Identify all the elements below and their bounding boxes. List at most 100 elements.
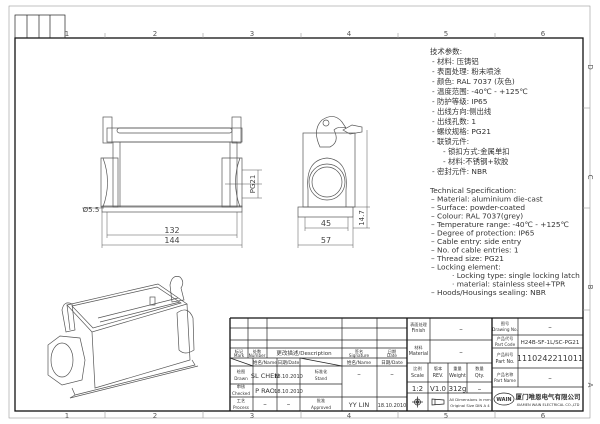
spec-en-line: – Material: aluminium die-cast: [431, 195, 543, 204]
mark-label-cn: 标记: [235, 348, 244, 355]
projection-symbol-icon: [412, 396, 445, 408]
stand-label-cn: 标准化: [315, 368, 328, 375]
part-name-value: –: [548, 374, 552, 382]
approved-date: 18.10.2010: [378, 403, 407, 409]
title-block-properties: 表面处理 Finish – 材料 Material – 比例 Scale 版本 …: [409, 321, 491, 408]
process-name: –: [263, 400, 267, 408]
finish-value: –: [459, 325, 463, 333]
mark-label: Mark: [234, 353, 245, 358]
zone-4: 4: [347, 412, 352, 420]
spec-cn-line: - 颜色: RAL 7037 (灰色): [432, 77, 515, 86]
zone-labels-top: 1 2 3 4 5 6: [65, 30, 546, 38]
qty-label: Qty.: [475, 373, 484, 379]
zone-4: 4: [347, 30, 352, 38]
side-view: [297, 116, 363, 218]
name-col-label: 姓名/Name: [347, 359, 371, 366]
spec-en-line: – Temperature range: -40℃ - +125℃: [431, 220, 569, 229]
qty-value: –: [478, 385, 482, 393]
checked-label: Checked: [232, 391, 250, 396]
zone-d: D: [586, 64, 594, 69]
zone-b: B: [586, 285, 594, 290]
zone-3: 3: [250, 412, 254, 420]
checked-date: 18.10.2010: [274, 389, 303, 395]
spec-cn: 技术参数: - 材料: 压铸铝 - 表面处理: 粉末喷涂 - 颜色: RAL 7…: [430, 47, 528, 176]
drawn-label-cn: 绘图: [237, 368, 245, 375]
title-block-approvals: 绘图 Drawn SL CHEN 18.10.2010 标准化 Stand – …: [232, 368, 406, 410]
stand-date: –: [390, 370, 394, 378]
spec-en-sub: · material: stainless steel+TPR: [452, 280, 565, 289]
stand-label: Stand: [315, 376, 328, 381]
dimension-45: 45: [321, 219, 331, 228]
process-date: –: [287, 400, 291, 408]
qty-label-cn: 数量: [475, 365, 483, 372]
dimension-hole: Ø5.5: [83, 206, 100, 214]
weight-label: Weight: [449, 373, 466, 379]
rev-label: REV.: [433, 373, 444, 379]
drawing-no-label-cn: 图号: [501, 321, 509, 327]
spec-cn-line: - 防护等级: IP65: [432, 97, 488, 106]
zone-6: 6: [541, 30, 546, 38]
finish-label: Finish: [412, 328, 426, 334]
approved-label: Approved: [311, 405, 331, 410]
spec-en-line: – No. of cable entries: 1: [431, 246, 519, 255]
part-no-label: Part No.: [496, 359, 515, 365]
approved-label-cn: 批准: [317, 397, 325, 404]
inner-frame: [14, 37, 584, 412]
company-logo: WAIN: [493, 392, 515, 406]
title-block-part-info: 图号 Drawing No. – 产品代号 Part Code H24B-SF-…: [492, 321, 583, 407]
spec-cn-line: - 温度范围: -40℃ - +125℃: [432, 87, 528, 96]
zone-5: 5: [444, 412, 448, 420]
title-block-revision-header: 标记 Mark 处数 Number 更改描述/Description 签名 Si…: [234, 348, 403, 366]
date-label: Date: [387, 353, 397, 358]
spec-en-line: – Thread size: PG21: [431, 254, 504, 263]
zone-1: 1: [65, 412, 69, 420]
zone-c: C: [586, 175, 594, 180]
spec-en-line: – Colour: RAL 7037(grey): [431, 212, 523, 221]
process-label: Process: [233, 405, 249, 410]
spec-en-sub: · Locking type: single locking latch: [452, 271, 580, 280]
front-view: [100, 116, 262, 213]
stand-name: –: [357, 370, 361, 378]
spec-cn-line: - 螺纹规格: PG21: [432, 127, 491, 136]
signature-label: Signature: [349, 353, 370, 358]
zone-2: 2: [153, 30, 157, 38]
zone-1: 1: [65, 30, 69, 38]
part-code-label-cn: 产品代号: [497, 335, 514, 342]
zone-5: 5: [444, 30, 448, 38]
checked-name: P RAO: [255, 387, 275, 395]
material-value: –: [459, 348, 463, 356]
material-label: Material: [409, 351, 429, 357]
number-label-cn: 处数: [253, 348, 262, 355]
part-name-label-cn: 产品名称: [497, 371, 514, 378]
scale-label: Scale: [411, 373, 424, 379]
spec-en-title: Technical Specification:: [429, 186, 516, 195]
zone-a: A: [586, 383, 594, 388]
zone-labels-bottom: 1 2 3 4 5 6: [65, 412, 546, 420]
front-view-dimensions: [82, 169, 262, 248]
drawing-no-value: –: [548, 323, 552, 331]
zone-6: 6: [541, 412, 546, 420]
isometric-view: [47, 276, 199, 399]
spec-en-line: – Degree of protection: IP65: [431, 229, 535, 238]
revision-stamp-boxes: [14, 14, 66, 39]
dimension-144: 144: [164, 236, 179, 245]
approved-name: YY LIN: [348, 401, 370, 409]
zone-2: 2: [153, 412, 157, 420]
rev-value: V1.0: [430, 385, 446, 393]
checked-label-cn: 审核: [237, 383, 246, 390]
zone-ticks: [104, 33, 590, 418]
part-code-label: Part Code: [495, 342, 516, 347]
company-name-en: XIAMEN WAIN ELECTRICAL CO.,LTD: [517, 403, 580, 407]
number-label: Number: [249, 353, 266, 358]
zone-labels-right: D C B A: [586, 64, 594, 387]
spec-en-line: – Locking element:: [431, 263, 501, 272]
title-block-grid: [229, 317, 583, 411]
spec-cn-line: - 材料: 压铸铝: [432, 57, 479, 66]
name-col-label: 姓名/Name: [253, 359, 277, 366]
logo-text: WAIN: [496, 397, 511, 403]
part-name-label: Part Name: [494, 378, 516, 383]
description-label: 更改描述/Description: [276, 349, 332, 357]
original-size-note: Original Size DIN A 4: [450, 403, 490, 408]
drawn-name: SL CHEN: [251, 372, 279, 380]
